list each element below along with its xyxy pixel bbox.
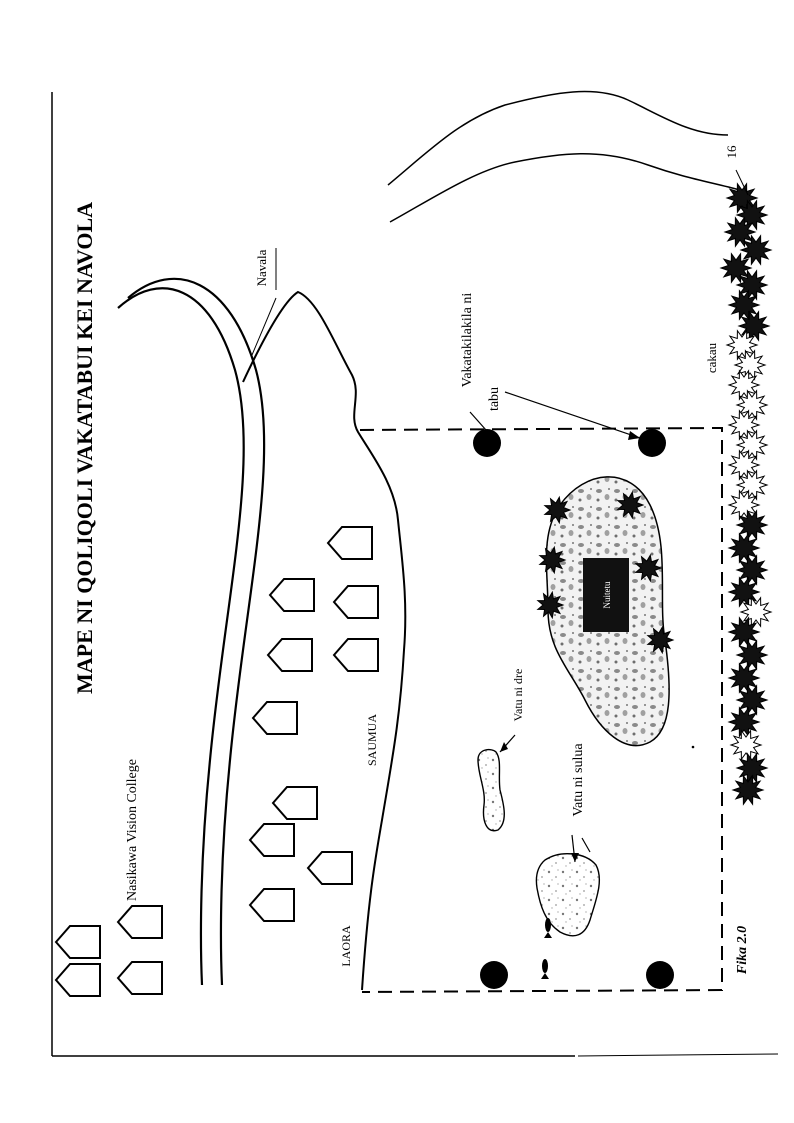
figure-label: Fika 2.0 <box>735 926 750 975</box>
tabu-markers <box>473 429 674 989</box>
island-sign <box>583 558 629 632</box>
rock-dre-label: Vatu ni dre <box>511 669 525 722</box>
reef-coral-icon <box>727 616 761 648</box>
house-icon <box>332 638 379 672</box>
road-pointer-line <box>251 297 277 356</box>
house-icon <box>251 701 298 735</box>
reef-coral-icon <box>727 289 761 321</box>
reef-coral-icon <box>735 639 769 671</box>
shrub-icon <box>616 490 645 520</box>
fish-icon <box>541 959 549 979</box>
marker-label-line-1: Vakatakilakila ni <box>460 293 475 388</box>
house-icon <box>326 526 373 560</box>
tabu-marker <box>646 961 674 989</box>
reef-coral-icon <box>729 729 763 761</box>
house-icon <box>271 786 318 820</box>
rock-dre-arrowhead <box>500 742 508 752</box>
shrub-icon <box>536 590 565 620</box>
reef-coral-icon <box>735 469 769 501</box>
reef-coral-icon <box>733 349 767 381</box>
island-sign-text: Nuitetu <box>602 581 612 608</box>
village-south-label: LAORA <box>339 925 353 967</box>
reef-coral-icon <box>735 269 769 301</box>
house-icon <box>248 888 295 922</box>
shrub-icon <box>634 553 663 583</box>
reef-coral-icon <box>727 706 761 738</box>
rock-sulua-label: Vatu ni sulua <box>571 743 586 817</box>
rock-sulua-arrowhead <box>571 853 579 862</box>
reef-coral-icon <box>735 389 769 421</box>
house-icon <box>54 963 101 997</box>
frame-bottom-line-right <box>577 1053 779 1057</box>
marker-label-line-2: tabu <box>487 387 502 411</box>
coastline <box>242 290 407 991</box>
shrub-icon <box>538 545 567 575</box>
reef-coral-icon <box>739 234 773 266</box>
map-title: MAPE NI QOLIQOLI VAKATABUI KEI NAVOLA <box>72 202 97 694</box>
sea-line-1 <box>387 90 729 186</box>
tabu-boundary <box>359 426 723 993</box>
house-icon <box>248 823 295 857</box>
road-label: Navala <box>254 249 269 286</box>
fish-icon <box>544 918 552 938</box>
shrub-icon <box>646 625 675 655</box>
marker-pointer-line <box>469 411 487 431</box>
rock-vatu-ni-sulua <box>535 853 600 937</box>
tabu-marker <box>473 429 501 457</box>
rock-vatu-ni-dre <box>477 748 505 832</box>
dot-mark <box>691 745 695 749</box>
reef-coral-icon <box>735 554 769 586</box>
reef-coral-icon <box>735 429 769 461</box>
road-edge-2 <box>127 277 266 986</box>
village-houses <box>54 526 379 997</box>
tabu-marker <box>480 961 508 989</box>
college-label: Nasikawa Vision College <box>125 759 140 901</box>
reef-coral-icon <box>735 752 769 784</box>
house-icon <box>116 961 163 995</box>
page-number: 16 <box>724 145 739 159</box>
reef-coral-icon <box>735 509 769 541</box>
marker-pointer-arrowhead <box>628 431 640 440</box>
island-shrubs <box>536 490 675 655</box>
village-north-label: SAUMUA <box>365 714 379 766</box>
shrub-icon <box>543 495 572 525</box>
marker-pointer-line <box>504 391 641 439</box>
page-number-pointer <box>735 169 749 196</box>
house-icon <box>268 578 315 612</box>
house-icon <box>332 585 379 619</box>
tabu-marker <box>638 429 666 457</box>
house-icon <box>54 925 101 959</box>
house-icon <box>266 638 313 672</box>
reef-coral-icon <box>735 684 769 716</box>
reef-label: cakau <box>704 342 719 373</box>
house-icon <box>116 905 163 939</box>
road-edge-1 <box>117 287 245 986</box>
house-icon <box>306 851 353 885</box>
sea-line-2 <box>389 153 741 223</box>
reef-coral-icon <box>731 774 765 806</box>
reef-cakau <box>719 182 773 806</box>
